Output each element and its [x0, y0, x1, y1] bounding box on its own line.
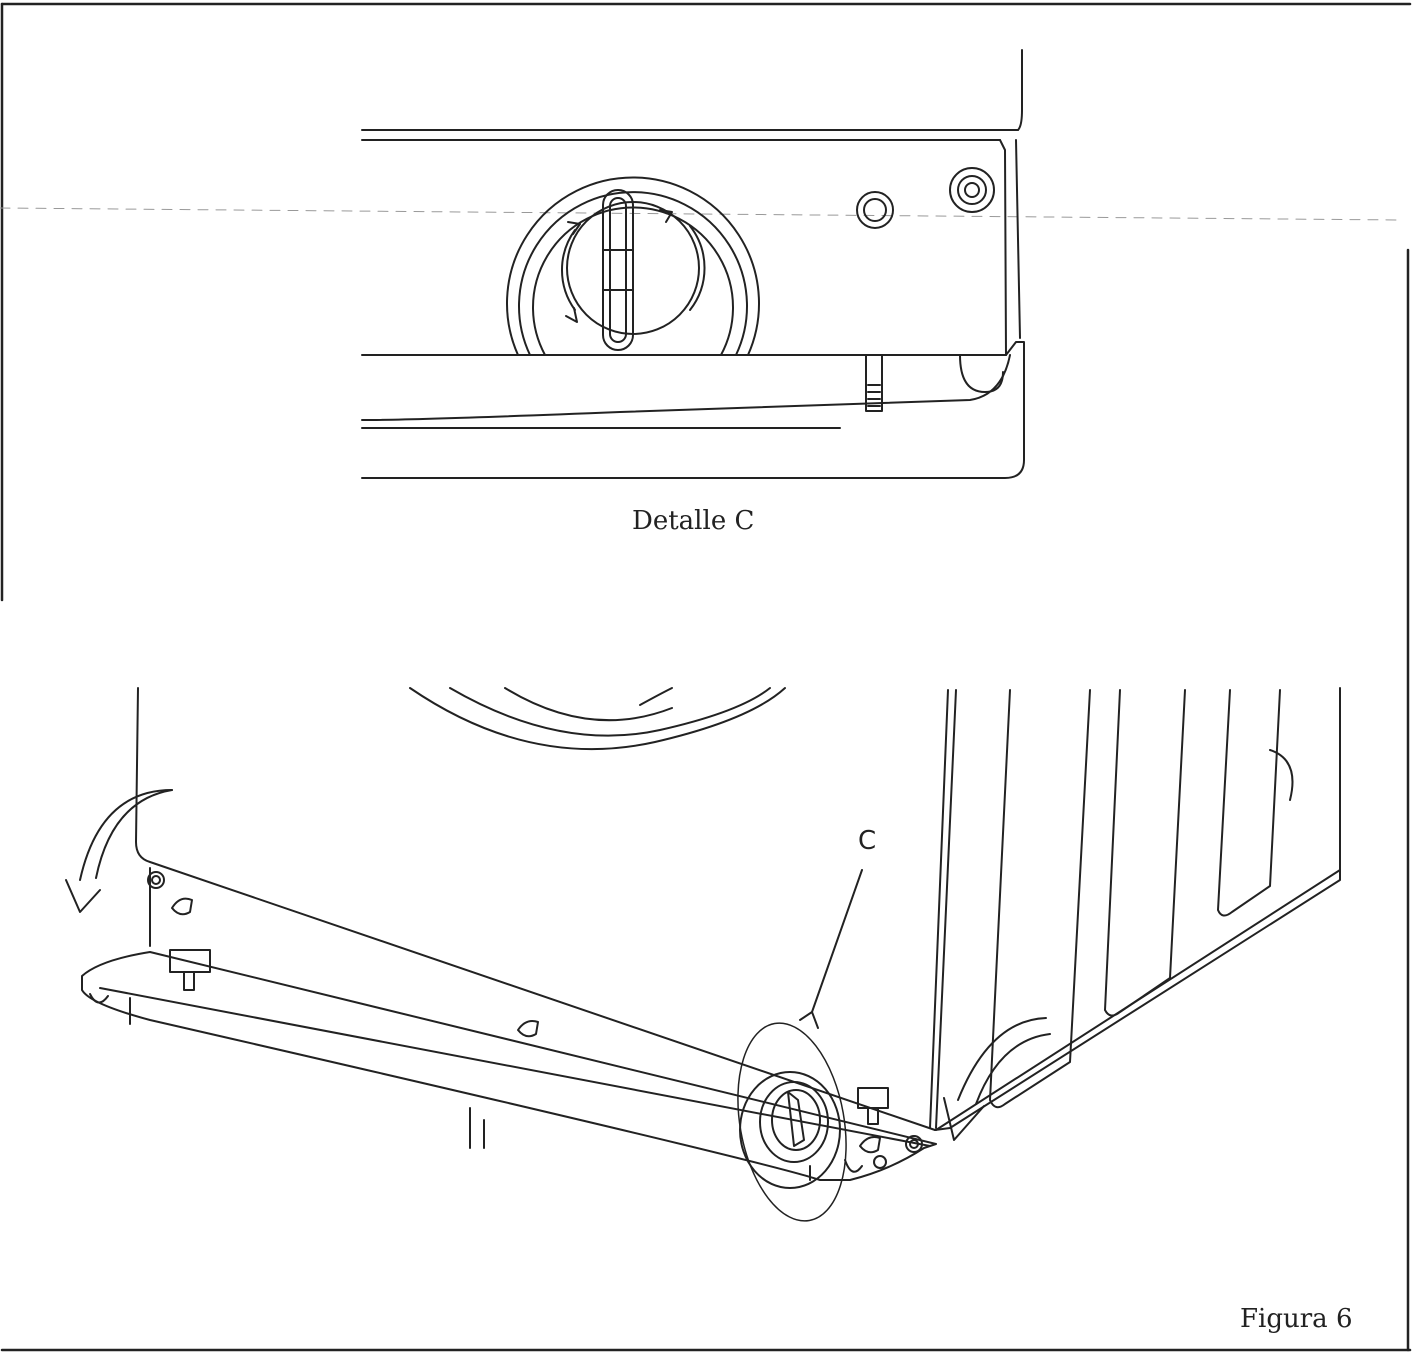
machine-main-view: [65, 687, 1341, 1222]
callout-label-c: C: [858, 826, 877, 856]
detail-c-drawing: [361, 49, 1025, 479]
figure-caption: Figura 6: [1240, 1304, 1353, 1334]
detail-c-caption: Detalle C: [632, 506, 755, 536]
